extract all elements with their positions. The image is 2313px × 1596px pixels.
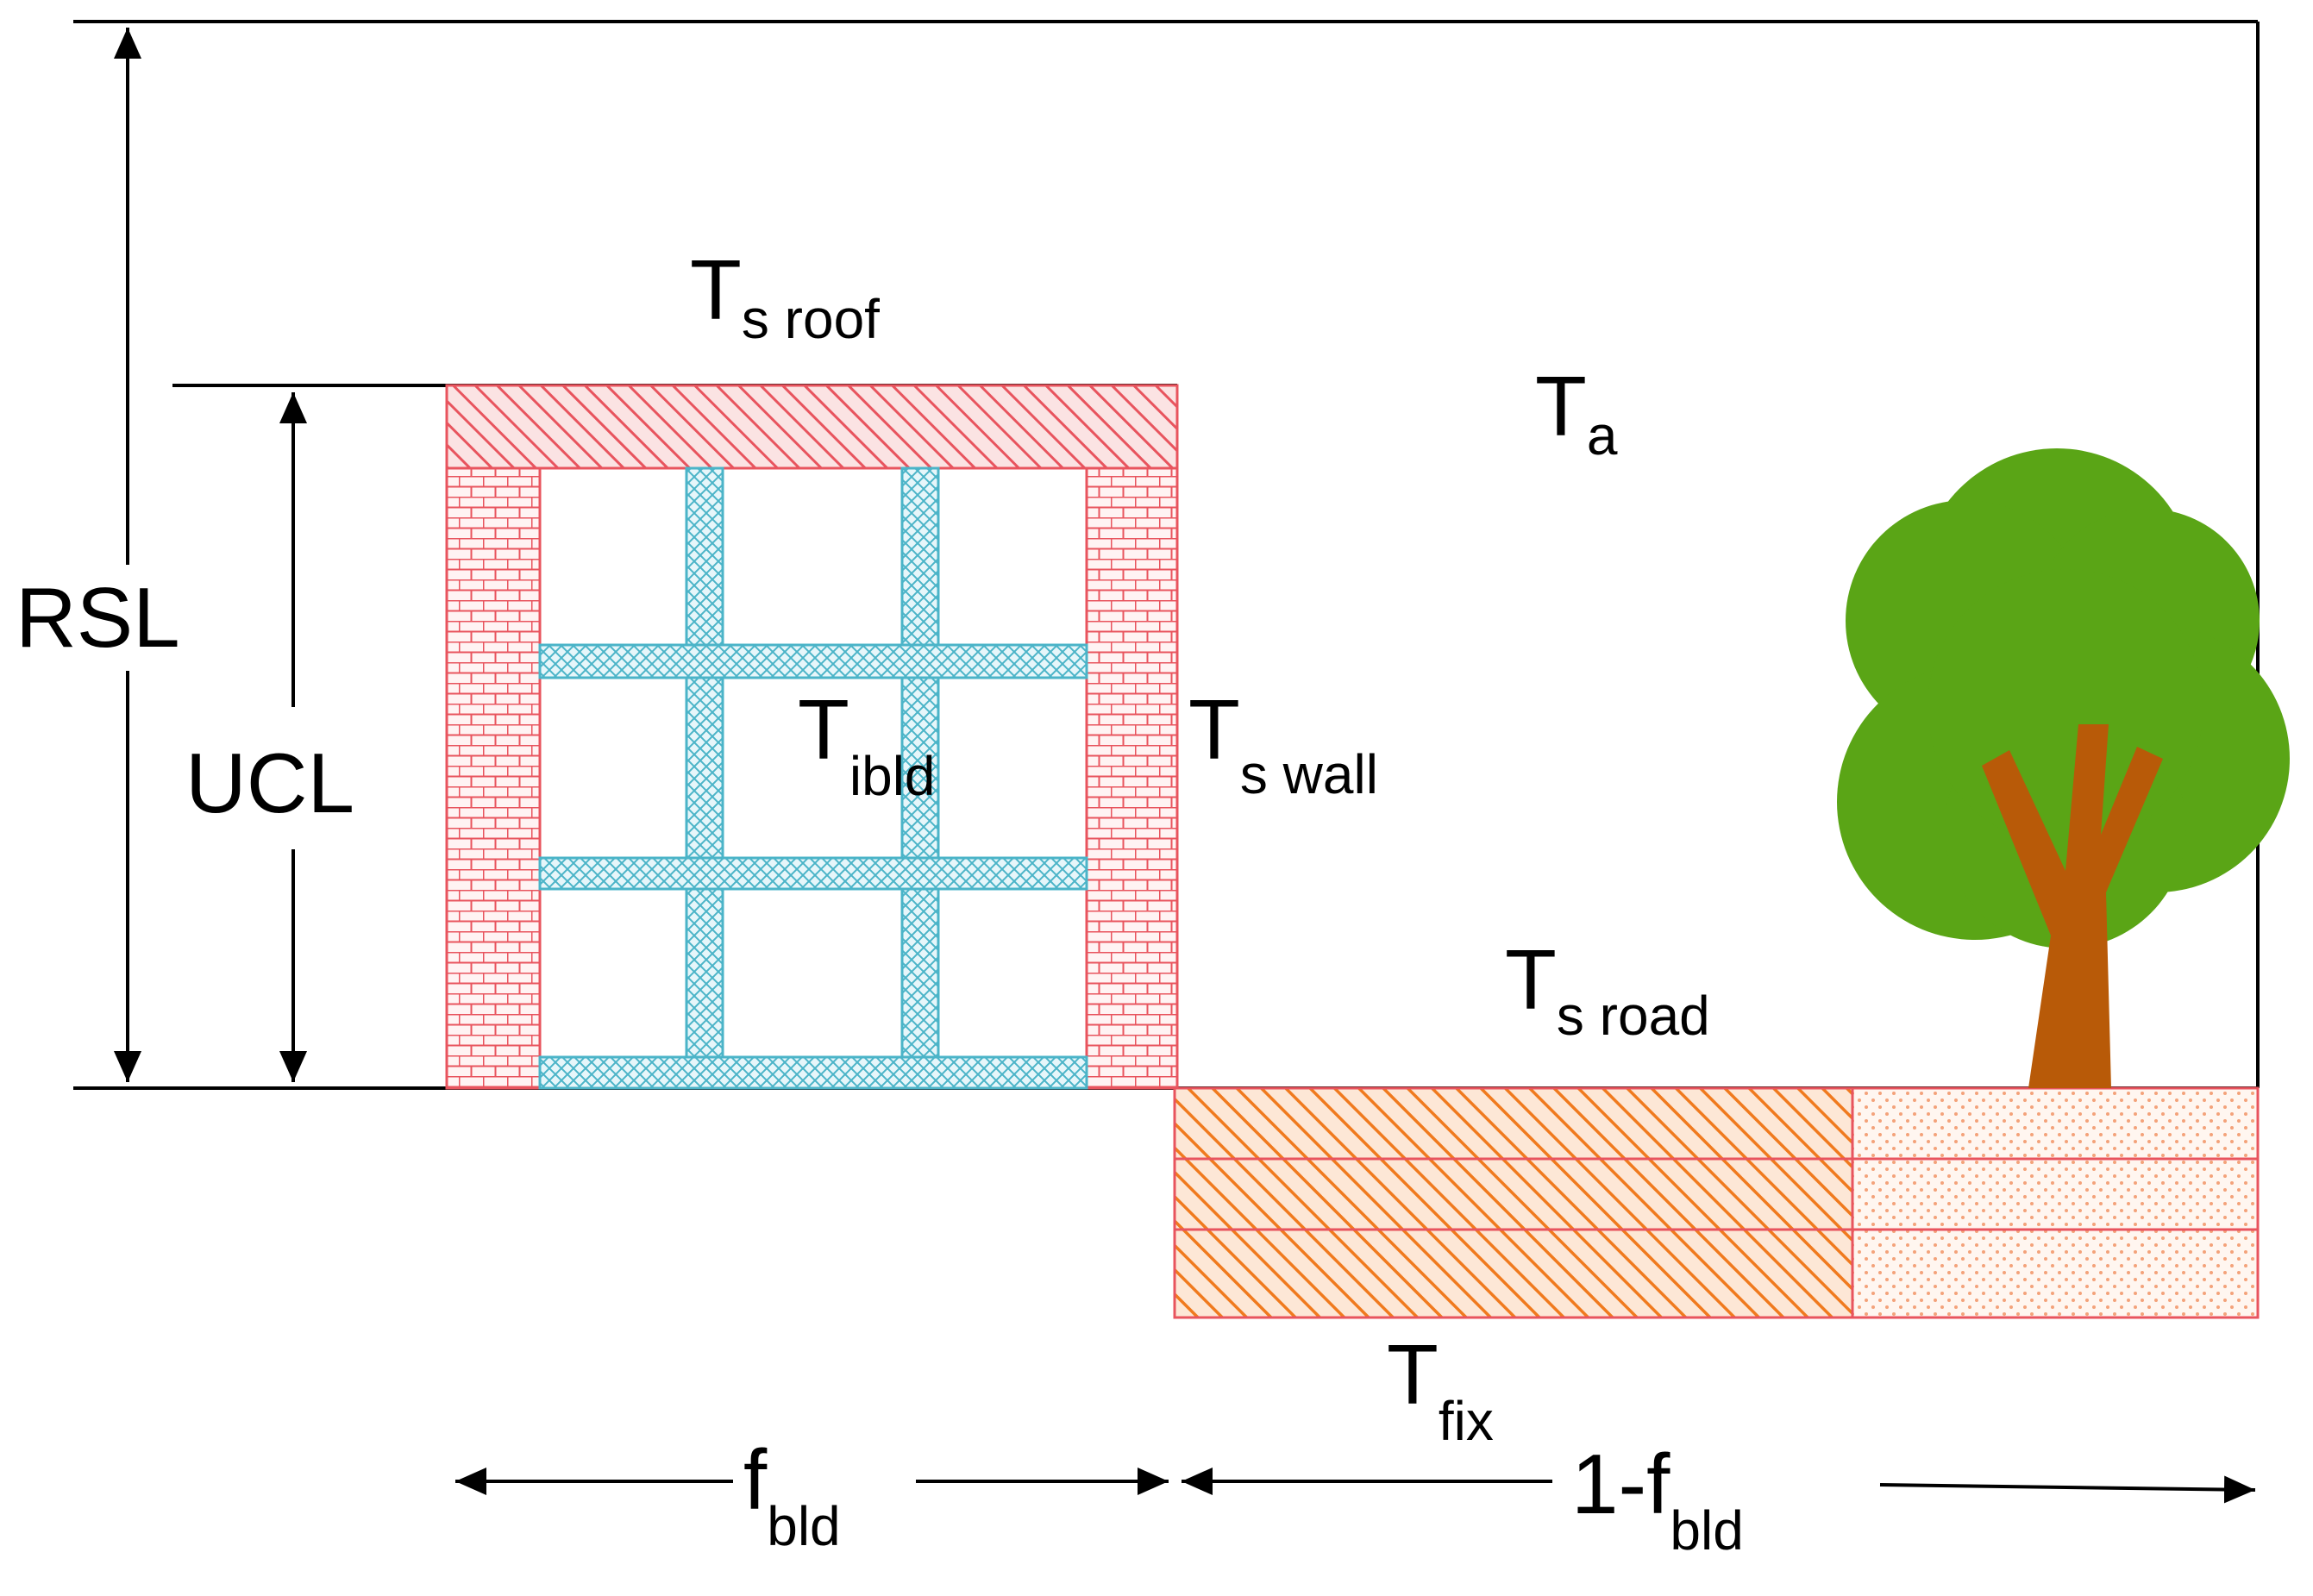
tree-trunk: [1982, 724, 2163, 1088]
one-minus-f-bld-arrow-right: [1879, 1475, 2256, 1504]
building-wall-right: [1085, 466, 1179, 1090]
building-wall-left: [445, 466, 542, 1090]
t-roof-label: Ts roof: [690, 242, 880, 350]
t-air-label: Ta: [1535, 359, 1618, 466]
road-layers: [1173, 1086, 1854, 1319]
ucl-label: UCL: [185, 735, 354, 830]
one-minus-f-bld-label: 1-fbld: [1571, 1436, 1744, 1562]
t-interior-label: Tibld: [798, 682, 936, 807]
tree-icon: [1837, 448, 2290, 1088]
soil-layers: [1851, 1086, 2260, 1319]
building: [445, 384, 1179, 1090]
f-bld-label: fbld: [743, 1432, 841, 1557]
interior-frame: [538, 466, 1088, 1090]
t-fix-label: Tfix: [1387, 1327, 1494, 1452]
t-road-label: Ts road: [1505, 932, 1710, 1047]
building-roof: [445, 384, 1179, 470]
t-wall-label: Ts wall: [1188, 682, 1378, 805]
rsl-label: RSL: [16, 570, 180, 665]
